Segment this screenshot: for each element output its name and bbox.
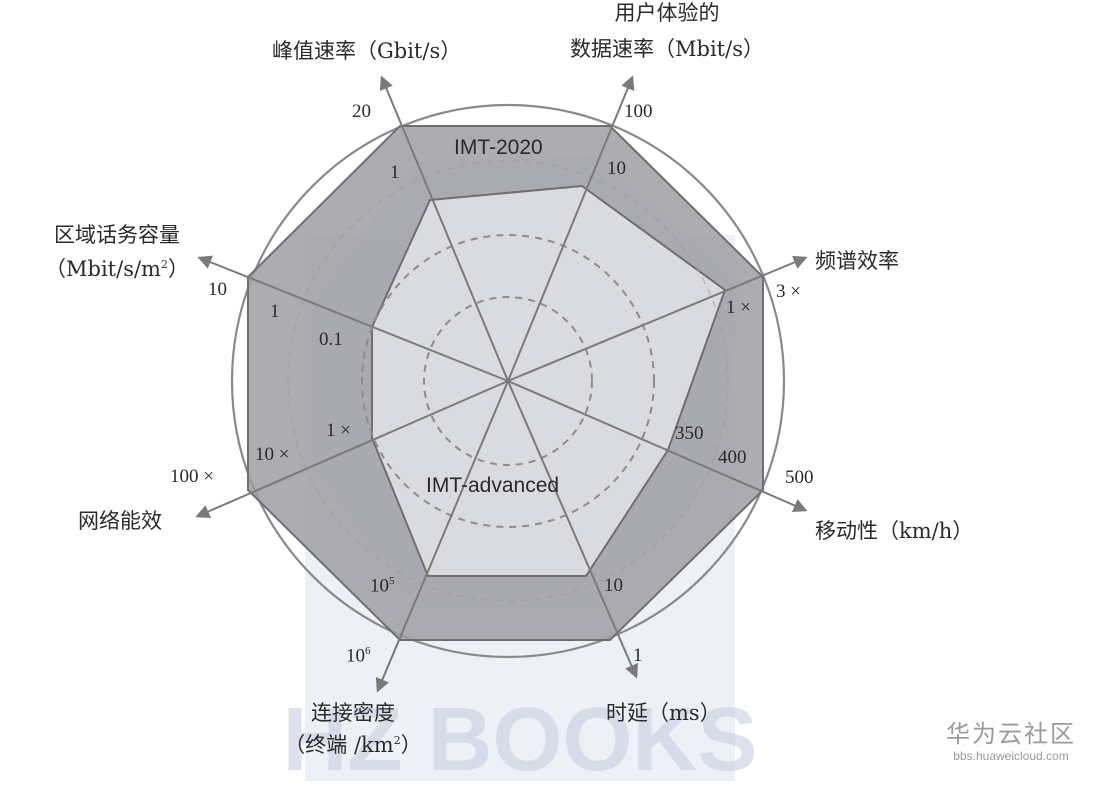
label-user-rate-line1: 用户体验的 [614, 1, 720, 25]
watermark-bg-text: HZ BOOKS [282, 690, 757, 781]
label-area-unit: （Mbit/s/m [45, 257, 161, 282]
tick-user-inner: 10 [607, 158, 626, 179]
tick-en-inner: 1 × [326, 420, 351, 441]
tick-peak-outer: 20 [352, 101, 371, 122]
watermark-title: 华为云社区 [946, 721, 1076, 748]
label-energy: 网络能效 [78, 509, 162, 533]
tick-spec-outer: 3 × [776, 281, 801, 302]
axis-peak-rate [379, 75, 509, 382]
tick-area-outer: 10 [208, 279, 227, 300]
label-peak-rate: 峰值速率（Gbit/s） [272, 39, 462, 63]
axis-energy [195, 380, 509, 518]
tick-spec-inner: 1 × [726, 297, 751, 318]
axis-user-rate [507, 75, 635, 382]
label-area: 区域话务容量 （Mbit/s/m2） [22, 222, 212, 283]
axis-latency [507, 380, 638, 679]
label-area-close: ） [167, 257, 189, 282]
dashed-ring-middle [361, 234, 655, 528]
tick-den-outer-base: 10 [346, 645, 365, 667]
label-density-unit: （终端 /km [284, 733, 394, 758]
label-latency: 时延（ms） [606, 701, 721, 725]
tick-den-outer-exp: 6 [365, 645, 371, 657]
dashed-ring-inner [423, 296, 593, 466]
tick-area-inner: 0.1 [319, 329, 343, 350]
axis-mobility [507, 380, 808, 512]
tick-user-outer: 100 [624, 101, 653, 122]
label-density-sup: 2 [393, 734, 401, 748]
label-area-sup: 2 [160, 258, 168, 272]
tick-mob-inner: 350 [675, 423, 704, 444]
label-spectrum: 频谱效率 [815, 249, 899, 273]
watermark: 华为云社区 bbs.huaweicloud.com [946, 714, 1076, 763]
tick-peak-inner: 1 [390, 162, 400, 183]
imt-advanced-polygon [371, 184, 727, 577]
outer-circle [230, 103, 786, 659]
label-user-rate-line2: 数据速率（Mbit/s） [570, 37, 764, 62]
series-label-imt2020: IMT-2020 [454, 136, 543, 159]
tick-den-outer: 106 [346, 645, 371, 667]
series-label-imt-advanced: IMT-advanced [426, 474, 560, 497]
tick-den-inner: 105 [370, 575, 395, 597]
tick-mob-outer: 500 [785, 467, 814, 488]
label-mobility: 移动性（km/h） [815, 519, 974, 543]
tick-en-outer: 100 × [170, 466, 214, 487]
axis-spectrum [507, 255, 808, 382]
axis-area [197, 255, 509, 382]
tick-lat-outer: 1 [633, 645, 643, 666]
watermark-url: bbs.huaweicloud.com [953, 749, 1069, 763]
tick-lat-inner: 10 [604, 575, 623, 596]
label-area-line2: （Mbit/s/m2） [22, 256, 212, 282]
label-density: 连接密度 （终端 /km2） [268, 700, 438, 759]
axis-density [375, 380, 509, 693]
label-density-close: ） [400, 733, 422, 758]
tick-den-inner-base: 10 [370, 575, 389, 597]
axes [195, 75, 808, 693]
dashed-ring-outer [287, 160, 729, 602]
label-user-rate: 用户体验的 数据速率（Mbit/s） [552, 0, 782, 63]
label-density-line1: 连接密度 [311, 701, 395, 725]
label-area-line1: 区域话务容量 [54, 223, 180, 247]
label-density-line2: （终端 /km2） [268, 732, 438, 758]
tick-den-inner-exp: 5 [389, 575, 395, 587]
tick-area-mid: 1 [270, 301, 280, 322]
tick-en-mid: 10 × [255, 444, 290, 465]
tick-mob-mid: 400 [718, 447, 747, 468]
